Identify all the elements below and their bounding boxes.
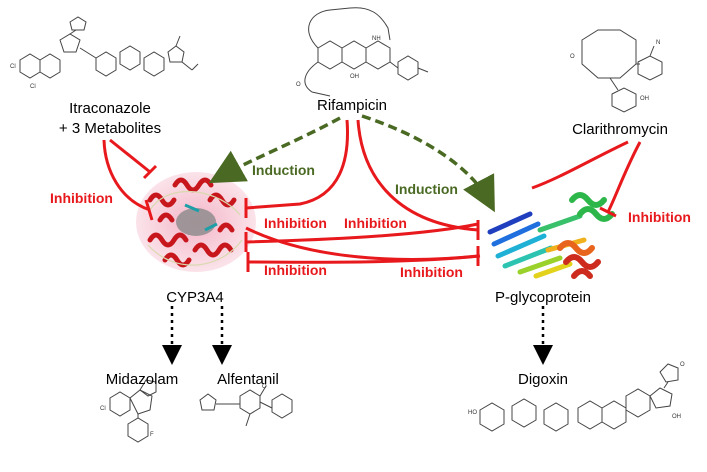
itraconazole-label: Itraconazole [69,100,151,117]
digoxin-structure-icon: HO OH O [468,362,685,432]
rifampicin-cyp3a4-induction-label: Induction [252,162,315,178]
rifampicin-cyp3a4-inhibition-label: Inhibition [264,215,327,231]
midazolam-label: Midazolam [106,371,179,388]
svg-text:OH: OH [672,414,681,420]
clarithromycin-label: Clarithromycin [572,121,668,138]
alfentanil-structure-icon: O [199,384,293,427]
p-glycoprotein-structure [487,192,615,279]
p-glycoprotein-label: P-glycoprotein [495,289,591,306]
clarithromycin-pgp-inhibition-line [531,140,629,190]
rifampicin-pgp-induction-arrow [361,114,495,213]
rifampicin-cyp3a4-inhibition-line [245,119,349,210]
svg-text:F: F [150,432,154,438]
midazolam-structure-icon: Cl F [100,379,157,443]
svg-text:Cl: Cl [30,84,36,90]
itraconazole-inhibition-label: Inhibition [50,190,113,206]
svg-text:HO: HO [468,410,477,416]
svg-text:O: O [262,384,267,390]
digoxin-label: Digoxin [518,371,568,388]
cyp3a4-label: CYP3A4 [166,289,224,306]
svg-text:NH: NH [372,36,381,42]
svg-text:OH: OH [640,96,649,102]
rifampicin-pgp-induction-label: Induction [395,181,458,197]
svg-text:Cl: Cl [10,64,16,70]
rifampicin-structure-icon: OH NH O [296,7,429,97]
pgp-cyp3a4-inhibition-label: Inhibition [264,262,327,278]
cyp3a4-pgp-inhibition-line [245,226,479,261]
clarithromycin-inhibition-label: Inhibition [628,209,691,225]
itraconazole-structure-icon: Cl Cl [10,16,199,90]
cyp3a4-protein-structure [136,172,256,272]
svg-text:OH: OH [350,74,359,80]
svg-text:O: O [570,54,575,60]
svg-text:Cl: Cl [100,406,106,412]
svg-text:O: O [680,362,685,368]
rifampicin-label: Rifampicin [317,97,387,114]
svg-text:O: O [296,82,301,88]
clarithromycin-structure-icon: N OH O [570,29,663,113]
itraconazole-metabolites-label: + 3 Metabolites [59,120,161,137]
alfentanil-label: Alfentanil [217,371,279,388]
rifampicin-cyp3a4-induction-arrow [208,116,341,184]
itraconazole-cyp3a4-inhibition-line [102,139,151,212]
rifampicin-pgp-inhibition-label: Inhibition [344,215,407,231]
svg-text:N: N [656,40,660,46]
cyp3a4-pgp-inhibition-label: Inhibition [400,264,463,280]
rifampicin-pgp-inhibition-line [356,119,479,232]
